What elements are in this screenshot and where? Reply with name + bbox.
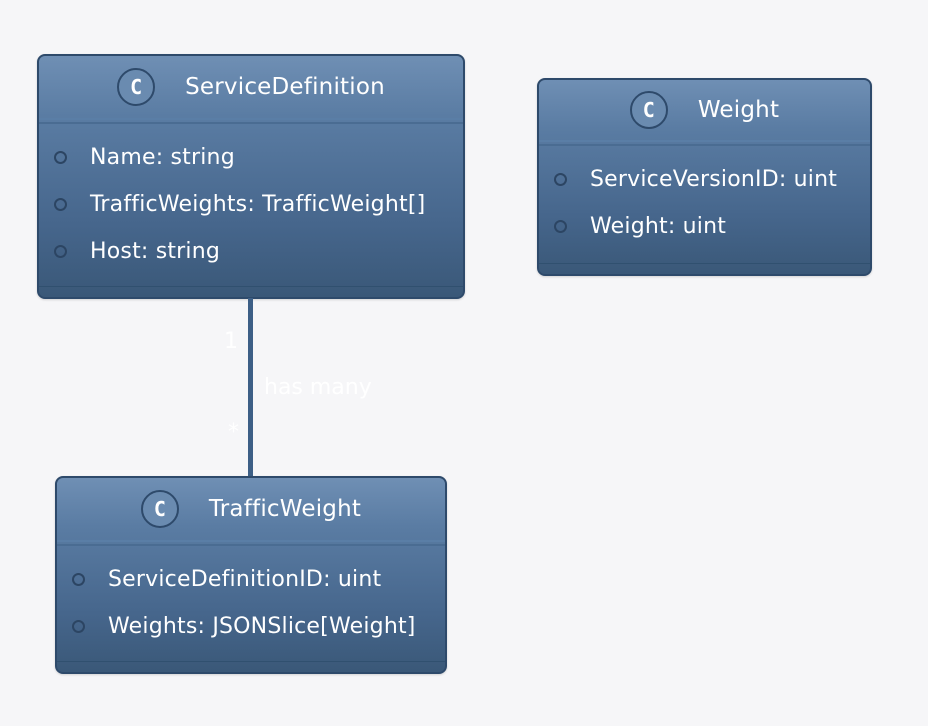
class-member: Weight: uint: [539, 203, 870, 250]
class-footer-divider: [57, 661, 445, 662]
class-member: Name: string: [39, 134, 463, 181]
field-visibility-icon: [54, 245, 67, 258]
class-member: ServiceDefinitionID: uint: [57, 556, 445, 603]
member-text: ServiceDefinitionID: uint: [108, 567, 382, 592]
source-multiplicity: 1: [224, 329, 238, 354]
association-line[interactable]: [248, 298, 253, 476]
class-traffic-weight[interactable]: C TrafficWeight ServiceDefinitionID: uin…: [55, 476, 447, 674]
member-text: Host: string: [90, 239, 221, 264]
class-stereotype-icon: C: [629, 91, 668, 129]
member-text: Name: string: [90, 145, 235, 170]
class-header: C TrafficWeight: [57, 478, 445, 546]
class-name: ServiceDefinition: [185, 74, 385, 100]
member-text: ServiceVersionID: uint: [590, 167, 838, 192]
class-footer-divider: [39, 286, 463, 287]
class-name: Weight: [697, 97, 780, 123]
member-text: Weight: uint: [590, 214, 727, 239]
class-header: C ServiceDefinition: [39, 56, 463, 124]
class-member: ServiceVersionID: uint: [539, 156, 870, 203]
class-stereotype-icon: C: [140, 490, 179, 528]
class-members: ServiceVersionID: uint Weight: uint: [539, 142, 870, 250]
field-visibility-icon: [54, 151, 67, 164]
class-header: C Weight: [539, 80, 870, 146]
field-visibility-icon: [554, 173, 567, 186]
class-name: TrafficWeight: [208, 496, 362, 522]
class-weight[interactable]: C Weight ServiceVersionID: uint Weight: …: [537, 78, 872, 276]
target-multiplicity: *: [228, 420, 239, 445]
field-visibility-icon: [72, 573, 85, 586]
class-member: Weights: JSONSlice[Weight]: [57, 603, 445, 650]
member-text: Weights: JSONSlice[Weight]: [108, 614, 416, 639]
class-members: Name: string TrafficWeights: TrafficWeig…: [39, 120, 463, 275]
member-text: TrafficWeights: TrafficWeight[]: [90, 192, 426, 217]
field-visibility-icon: [54, 198, 67, 211]
class-members: ServiceDefinitionID: uint Weights: JSONS…: [57, 542, 445, 650]
class-member: Host: string: [39, 228, 463, 275]
class-footer-divider: [539, 263, 870, 264]
class-member: TrafficWeights: TrafficWeight[]: [39, 181, 463, 228]
field-visibility-icon: [72, 620, 85, 633]
class-stereotype-icon: C: [117, 68, 156, 106]
class-service-definition[interactable]: C ServiceDefinition Name: string Traffic…: [37, 54, 465, 299]
field-visibility-icon: [554, 220, 567, 233]
association-label: has many: [264, 375, 372, 400]
